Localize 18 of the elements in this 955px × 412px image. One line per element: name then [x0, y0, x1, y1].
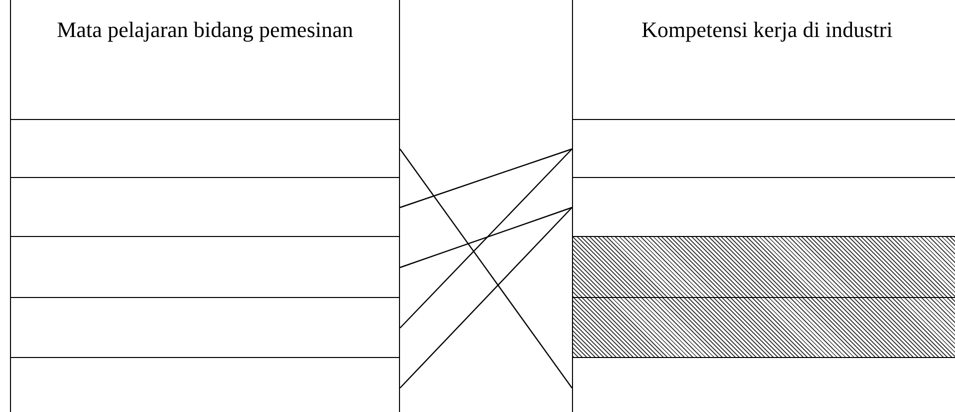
header-cell	[572, 0, 955, 120]
connector-line	[400, 207, 572, 388]
table-row	[10, 237, 400, 298]
table-row	[10, 178, 400, 237]
header-text: Kompetensi kerja di industri	[640, 16, 894, 44]
table-row	[572, 178, 955, 237]
table-row	[10, 358, 400, 412]
header-text: Mata pelajaran bidang pemesinan	[56, 16, 354, 44]
hatched-table-row	[572, 298, 955, 358]
header-cell	[10, 0, 400, 120]
table-row	[572, 120, 955, 178]
table-row	[10, 298, 400, 358]
connector-line	[400, 148, 572, 208]
hatched-table-row	[572, 237, 955, 298]
connector-line	[400, 148, 572, 388]
connector-line	[400, 206, 572, 268]
table-row	[10, 120, 400, 178]
connector-line	[400, 148, 572, 328]
